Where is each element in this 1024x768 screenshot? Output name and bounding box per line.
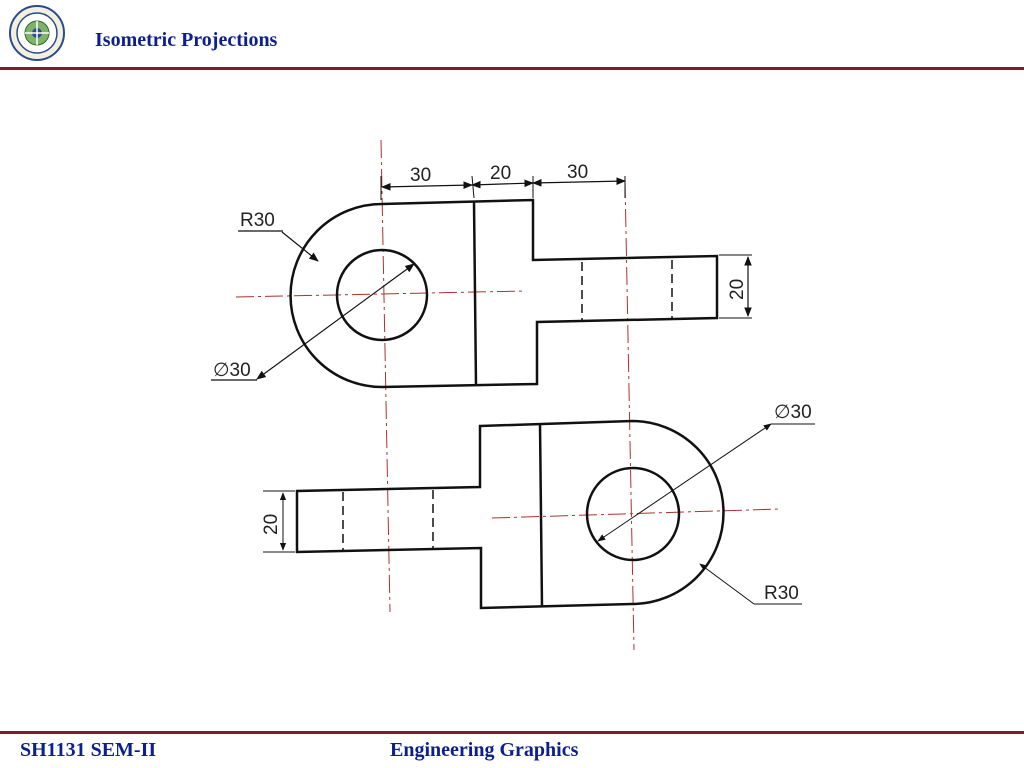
leader-lower-radius	[699, 563, 755, 605]
dim-line-30-left	[381, 181, 473, 191]
lower-horizontal-center-line	[491, 508, 781, 519]
dim-text-height: 20	[727, 279, 748, 300]
orthographic-drawing: 30 20 30 R30 ∅30 20 ∅30 R30 20	[211, 139, 815, 651]
dim-text-radius: R30	[240, 210, 275, 231]
right-vertical-center-line	[624, 179, 635, 651]
dim-text-lower-radius: R30	[764, 583, 799, 604]
footer-course-code: SH1131 SEM-II	[20, 739, 157, 761]
dim-text-30-right: 30	[567, 162, 588, 183]
leader-radius	[281, 231, 319, 262]
upper-hole	[335, 248, 429, 342]
lower-view: ∅30 R30 20	[261, 402, 815, 610]
institute-logo	[9, 5, 65, 61]
dim-text-30-left: 30	[410, 165, 431, 186]
dim-text-lower-diameter: ∅30	[774, 402, 812, 423]
leader-diameter	[256, 263, 415, 380]
slide-title: Isometric Projections	[95, 29, 278, 51]
upper-view: 30 20 30 R30 ∅30 20	[211, 139, 752, 651]
upper-vertical-center-line	[380, 139, 391, 613]
ext-line-b	[471, 175, 475, 199]
header-rule	[0, 67, 1024, 70]
upper-horizontal-center-line	[235, 290, 526, 298]
leader-lower-diameter	[597, 423, 772, 542]
lower-part-outline	[295, 419, 725, 610]
upper-part-outline	[289, 198, 719, 389]
footer-subject: Engineering Graphics	[390, 739, 579, 761]
lower-hole	[585, 466, 681, 562]
dim-text-diameter: ∅30	[213, 360, 251, 381]
dim-line-20-mid	[471, 179, 534, 189]
dim-text-20-mid: 20	[490, 163, 511, 184]
dim-text-lower-height: 20	[261, 514, 282, 535]
footer-rule	[0, 731, 1024, 734]
upper-step-line	[472, 201, 478, 387]
lower-step-line	[538, 423, 544, 608]
dim-line-30-right	[532, 177, 626, 187]
